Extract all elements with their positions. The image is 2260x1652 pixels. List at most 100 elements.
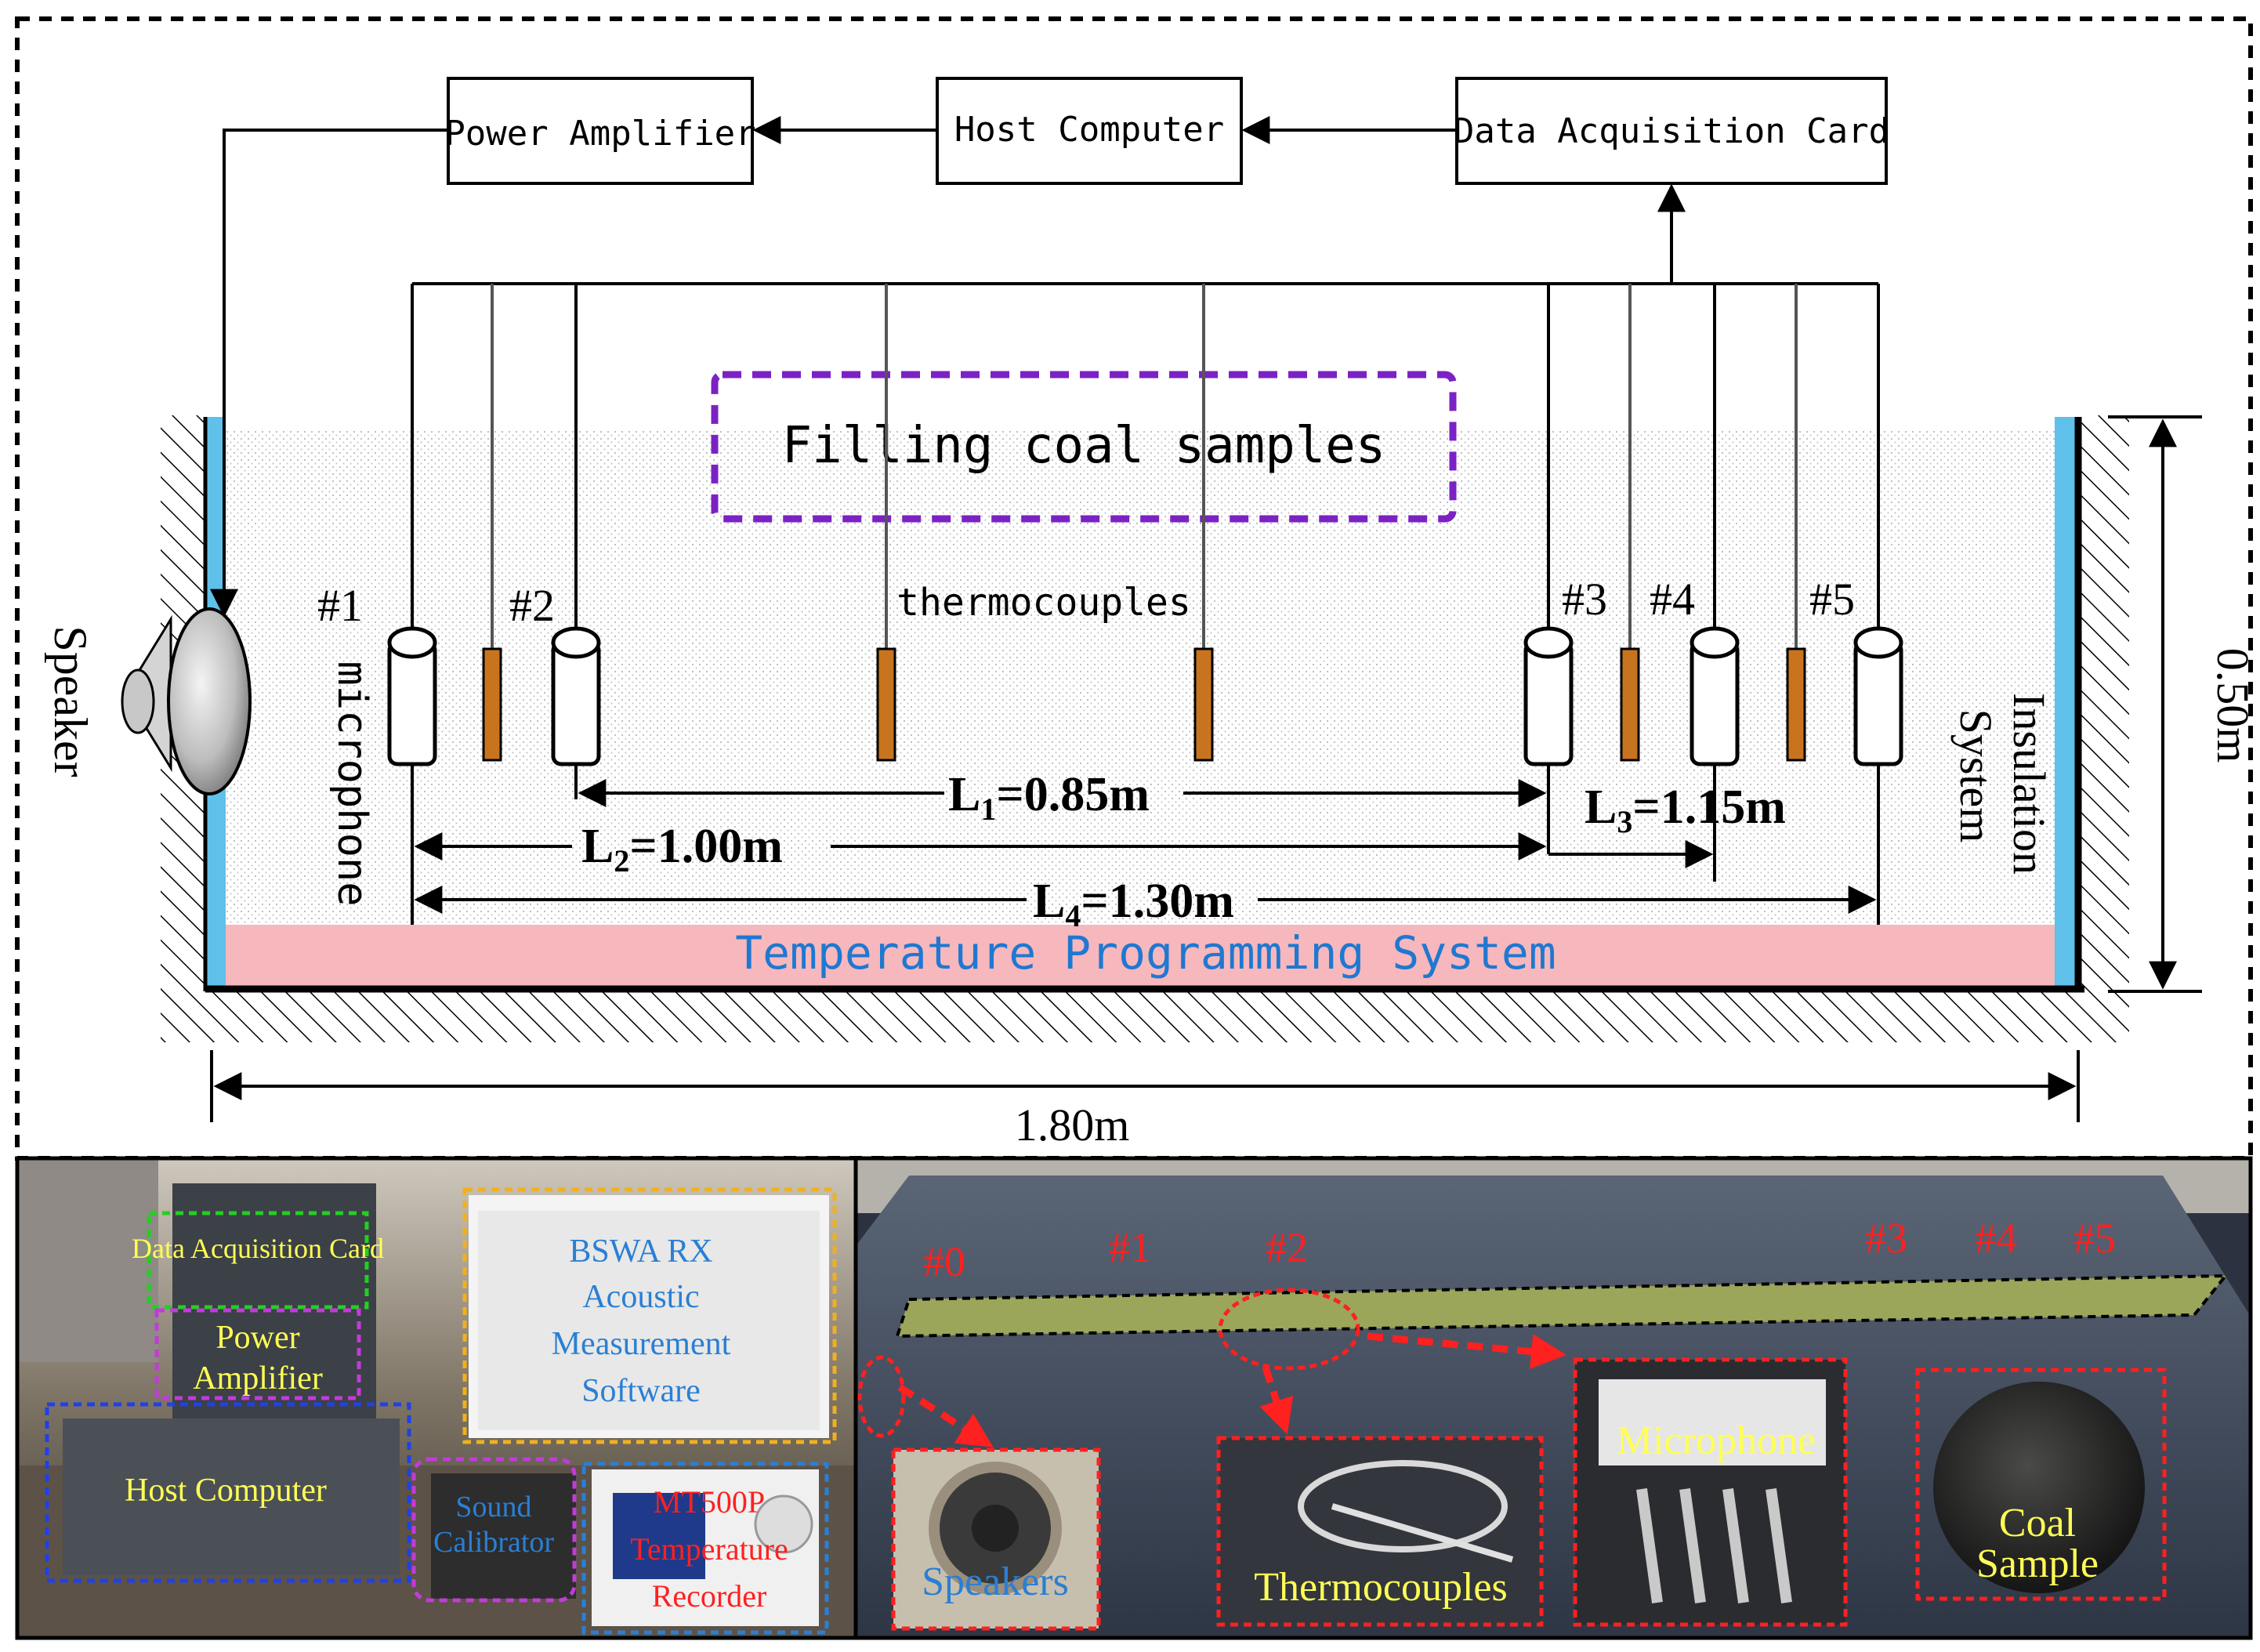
insulation-label: Insulation bbox=[2004, 693, 2055, 875]
bottom-hatched-floor bbox=[161, 991, 2129, 1042]
l2-subscript: 2 bbox=[614, 843, 629, 879]
recorder-line-2: Temperature bbox=[630, 1531, 788, 1567]
data-acquisition-card-label: Data Acquisition Card bbox=[1454, 111, 1889, 151]
recorder-line-3: Recorder bbox=[652, 1578, 767, 1614]
software-line-3: Measurement bbox=[552, 1326, 731, 1362]
right-end-wall bbox=[2055, 417, 2075, 991]
outer-dashed-frame bbox=[15, 16, 2253, 1161]
dimension-l2: L2=1.00m bbox=[414, 820, 1547, 879]
coal-pile-icon bbox=[1933, 1382, 2145, 1593]
mic-label-1: #1 bbox=[317, 580, 363, 631]
height-dimension: 0.50m bbox=[2108, 415, 2258, 993]
mic-label-2: #2 bbox=[509, 580, 555, 631]
software-line-2: Acoustic bbox=[582, 1279, 699, 1315]
mic-label-4: #4 bbox=[1650, 574, 1695, 625]
recorder-dial bbox=[754, 1494, 813, 1554]
thermocouple-probe-icon bbox=[1331, 1503, 1514, 1563]
bookshelf bbox=[17, 1158, 158, 1362]
right-photo-border bbox=[853, 1156, 2253, 1640]
microphone-vertical-label: microphone bbox=[328, 661, 375, 906]
power-amplifier-label: Power Amplifier bbox=[444, 114, 755, 154]
apparatus-photo-panel: #0 #1 #2 #3 #4 #5 Speakers Thermocouples bbox=[853, 1156, 2253, 1640]
coal-line-1: Coal bbox=[1999, 1501, 2076, 1545]
thermocouple-leads bbox=[491, 284, 1798, 649]
microphone-photo-label: Microphone bbox=[1617, 1418, 1816, 1463]
mic-probes-icon bbox=[1636, 1488, 1792, 1603]
width-label: 1.80m bbox=[1015, 1100, 1130, 1150]
svg-text:L3=1.15m: L3=1.15m bbox=[1585, 781, 1786, 839]
speaker-mount-callout bbox=[857, 1355, 906, 1438]
width-dimension: 1.80m bbox=[210, 1050, 2080, 1150]
software-line-4: Software bbox=[581, 1373, 701, 1409]
calibrator-photo bbox=[431, 1473, 576, 1599]
dimension-l4: L4=1.30m bbox=[414, 875, 1877, 933]
position-label-1: #1 bbox=[1109, 1224, 1151, 1271]
software-label: BSWA RX Acoustic Measurement Software bbox=[552, 1234, 731, 1409]
equipment-photo-panel: Data Acquisition Card Power Amplifier Ho… bbox=[15, 1156, 858, 1640]
speaker-center-icon bbox=[972, 1505, 1019, 1552]
data-acquisition-card-box bbox=[1455, 77, 1888, 185]
schematic-panel: Temperature Programming System Filling c… bbox=[15, 16, 2258, 1161]
microphone-cylinders bbox=[387, 626, 1903, 766]
software-line-1: BSWA RX bbox=[569, 1234, 712, 1270]
svg-text:L4=1.30m: L4=1.30m bbox=[1033, 875, 1234, 933]
thermocouples-label: thermocouples bbox=[896, 581, 1191, 625]
speaker-icon bbox=[121, 607, 252, 795]
l1-subscript: 1 bbox=[980, 792, 996, 827]
daq-callout bbox=[147, 1211, 369, 1310]
power-amp-photo-label-1: Power bbox=[215, 1320, 299, 1356]
host-computer-box bbox=[936, 77, 1243, 185]
l2-symbol: L bbox=[581, 820, 614, 873]
right-hatched-wall bbox=[2078, 415, 2129, 1042]
power-amp-callout bbox=[154, 1308, 361, 1400]
tube-strip bbox=[895, 1273, 2229, 1339]
l2-value: =1.00m bbox=[629, 820, 782, 873]
host-callout bbox=[45, 1402, 411, 1583]
filling-samples-box bbox=[711, 371, 1457, 523]
speakers-photo-label: Speakers bbox=[922, 1560, 1069, 1604]
amp-to-speaker-line bbox=[210, 129, 448, 618]
power-amp-photo-label-2: Amplifier bbox=[193, 1360, 323, 1397]
l4-symbol: L bbox=[1033, 875, 1065, 928]
l1-symbol: L bbox=[948, 768, 980, 821]
svg-text:L1=0.85m: L1=0.85m bbox=[948, 768, 1150, 827]
calibrator-line-2: Calibrator bbox=[433, 1526, 554, 1559]
microphone-leads bbox=[411, 284, 1880, 627]
l4-value: =1.30m bbox=[1081, 875, 1233, 928]
daq-photo-label: Data Acquisition Card bbox=[132, 1233, 384, 1264]
thermocouple-probes bbox=[482, 647, 1806, 762]
l1-value: =0.85m bbox=[996, 768, 1149, 821]
system-label: System bbox=[1950, 709, 2001, 843]
photo-position-labels: #0 #1 #2 #3 #4 #5 bbox=[923, 1215, 2116, 1285]
position-label-2: #2 bbox=[1266, 1224, 1308, 1271]
thermocouple-spot-callout bbox=[1218, 1288, 1360, 1371]
speaker-label: Speaker bbox=[45, 625, 96, 777]
temperature-band bbox=[226, 925, 2064, 987]
coal-line-2: Sample bbox=[1976, 1542, 2099, 1586]
l3-symbol: L bbox=[1585, 781, 1617, 834]
thermocouple-coil-icon bbox=[1298, 1460, 1508, 1552]
recorder-line-1: MT500P bbox=[654, 1484, 765, 1520]
position-label-3: #3 bbox=[1865, 1215, 1907, 1262]
filling-samples-label: Filling coal samples bbox=[782, 417, 1386, 475]
microphone-number-labels: #1 #2 #3 #4 #5 bbox=[317, 574, 1855, 631]
l3-value: =1.15m bbox=[1632, 781, 1785, 834]
host-computer-label: Host Computer bbox=[954, 110, 1224, 150]
position-label-5: #5 bbox=[2073, 1215, 2116, 1262]
recorder-display bbox=[613, 1493, 705, 1579]
recorder-callout bbox=[581, 1462, 829, 1635]
calibrator-line-1: Sound bbox=[455, 1491, 531, 1523]
software-window bbox=[478, 1211, 820, 1430]
position-label-4: #4 bbox=[1975, 1215, 2017, 1262]
temperature-system-label: Temperature Programming System bbox=[735, 926, 1556, 980]
height-label: 0.50m bbox=[2207, 648, 2258, 763]
mic-label-5: #5 bbox=[1809, 574, 1855, 625]
dimension-l1: L1=0.85m bbox=[578, 768, 1547, 827]
mic-case-lid bbox=[1599, 1379, 1826, 1465]
l3-subscript: 3 bbox=[1617, 804, 1632, 839]
dimension-extension-lines bbox=[411, 764, 1880, 925]
mic-callout-arrow bbox=[1367, 1332, 1566, 1370]
power-amplifier-box bbox=[447, 77, 754, 185]
thermo-callout-arrow bbox=[1259, 1366, 1294, 1435]
